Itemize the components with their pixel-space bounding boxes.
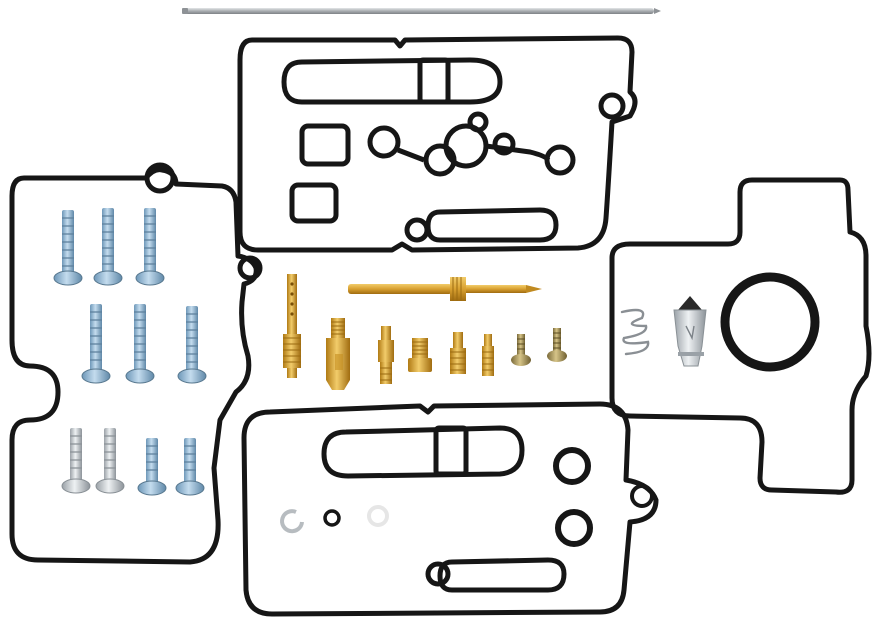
screw-set-row-3 — [61, 428, 205, 496]
brass-jets — [283, 274, 567, 390]
screw-set-blue-row-2 — [81, 304, 207, 384]
screw-set-blue-row-1 — [53, 208, 165, 286]
brass-adjust-needle — [348, 277, 542, 301]
o-rings-bottom — [323, 447, 654, 547]
top-float-bowl-gasket — [237, 35, 638, 253]
float-needle-valve — [673, 296, 707, 367]
right-gasket — [609, 177, 872, 495]
small-washers — [280, 505, 389, 534]
o-ring-large — [720, 272, 820, 372]
needle-rod — [182, 8, 661, 14]
left-gasket — [9, 162, 263, 565]
bottom-float-bowl-gasket — [241, 401, 659, 617]
spring — [620, 308, 650, 356]
